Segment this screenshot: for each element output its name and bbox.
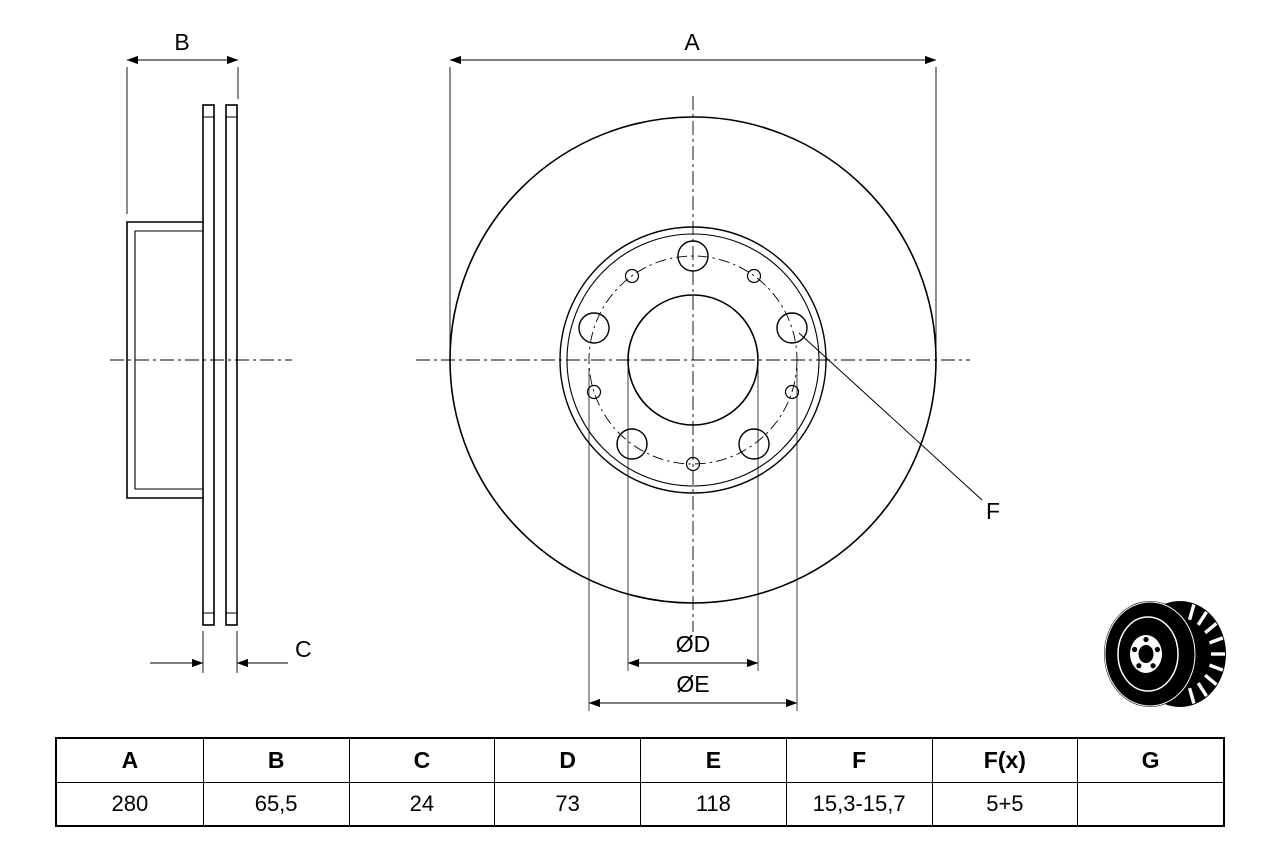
vent-slots: [1187, 604, 1225, 704]
dim-c-label: C: [295, 636, 312, 662]
spec-header-c: C: [348, 739, 495, 782]
dim-a-label: A: [684, 29, 700, 55]
dim-b-label: B: [174, 29, 189, 55]
icon-hat-edge: [1117, 616, 1179, 692]
bolt-holes: [578, 240, 808, 460]
spec-value-d: 73: [494, 782, 640, 825]
f-leader-line: [798, 332, 983, 501]
right-plate-outline: [225, 104, 238, 626]
front-view: [416, 96, 970, 632]
spec-value-a: 280: [57, 782, 203, 825]
icon-bore: [1138, 645, 1154, 663]
spec-value-c: 24: [348, 782, 495, 825]
hat-outline: [126, 221, 203, 499]
spec-value-fx: 5+5: [931, 782, 1078, 825]
spec-value-e: 118: [640, 782, 786, 825]
icon-lug-holes: [1132, 636, 1160, 669]
left-plate-outline: [202, 104, 215, 626]
small-holes: [586, 268, 800, 472]
spec-value-b: 65,5: [202, 782, 349, 825]
spec-header-g: G: [1077, 739, 1223, 782]
dim-e-label: ØE: [676, 671, 709, 697]
dimension-a: A: [449, 29, 937, 350]
spec-value-f: 15,3-15,7: [785, 782, 932, 825]
dimension-b: B: [126, 29, 239, 214]
dimension-c: C: [150, 631, 312, 673]
dimension-f: F: [798, 332, 1000, 524]
spec-header-b: B: [202, 739, 349, 782]
spec-table: A B C D E F F(x) G 280 65,5 24 73 118 15…: [55, 737, 1225, 827]
dim-d-label: ØD: [676, 631, 711, 657]
dim-f-label: F: [986, 498, 1000, 524]
side-view: [110, 104, 292, 626]
spec-header-d: D: [494, 739, 640, 782]
dimension-e: ØE: [588, 368, 798, 711]
brake-disc-3d-icon: [1104, 601, 1226, 707]
spec-header-fx: F(x): [931, 739, 1078, 782]
dimension-d: ØD: [627, 368, 759, 671]
spec-value-g: [1077, 782, 1223, 825]
spec-header-e: E: [640, 739, 786, 782]
spec-header-f: F: [785, 739, 932, 782]
spec-header-a: A: [121, 747, 139, 773]
